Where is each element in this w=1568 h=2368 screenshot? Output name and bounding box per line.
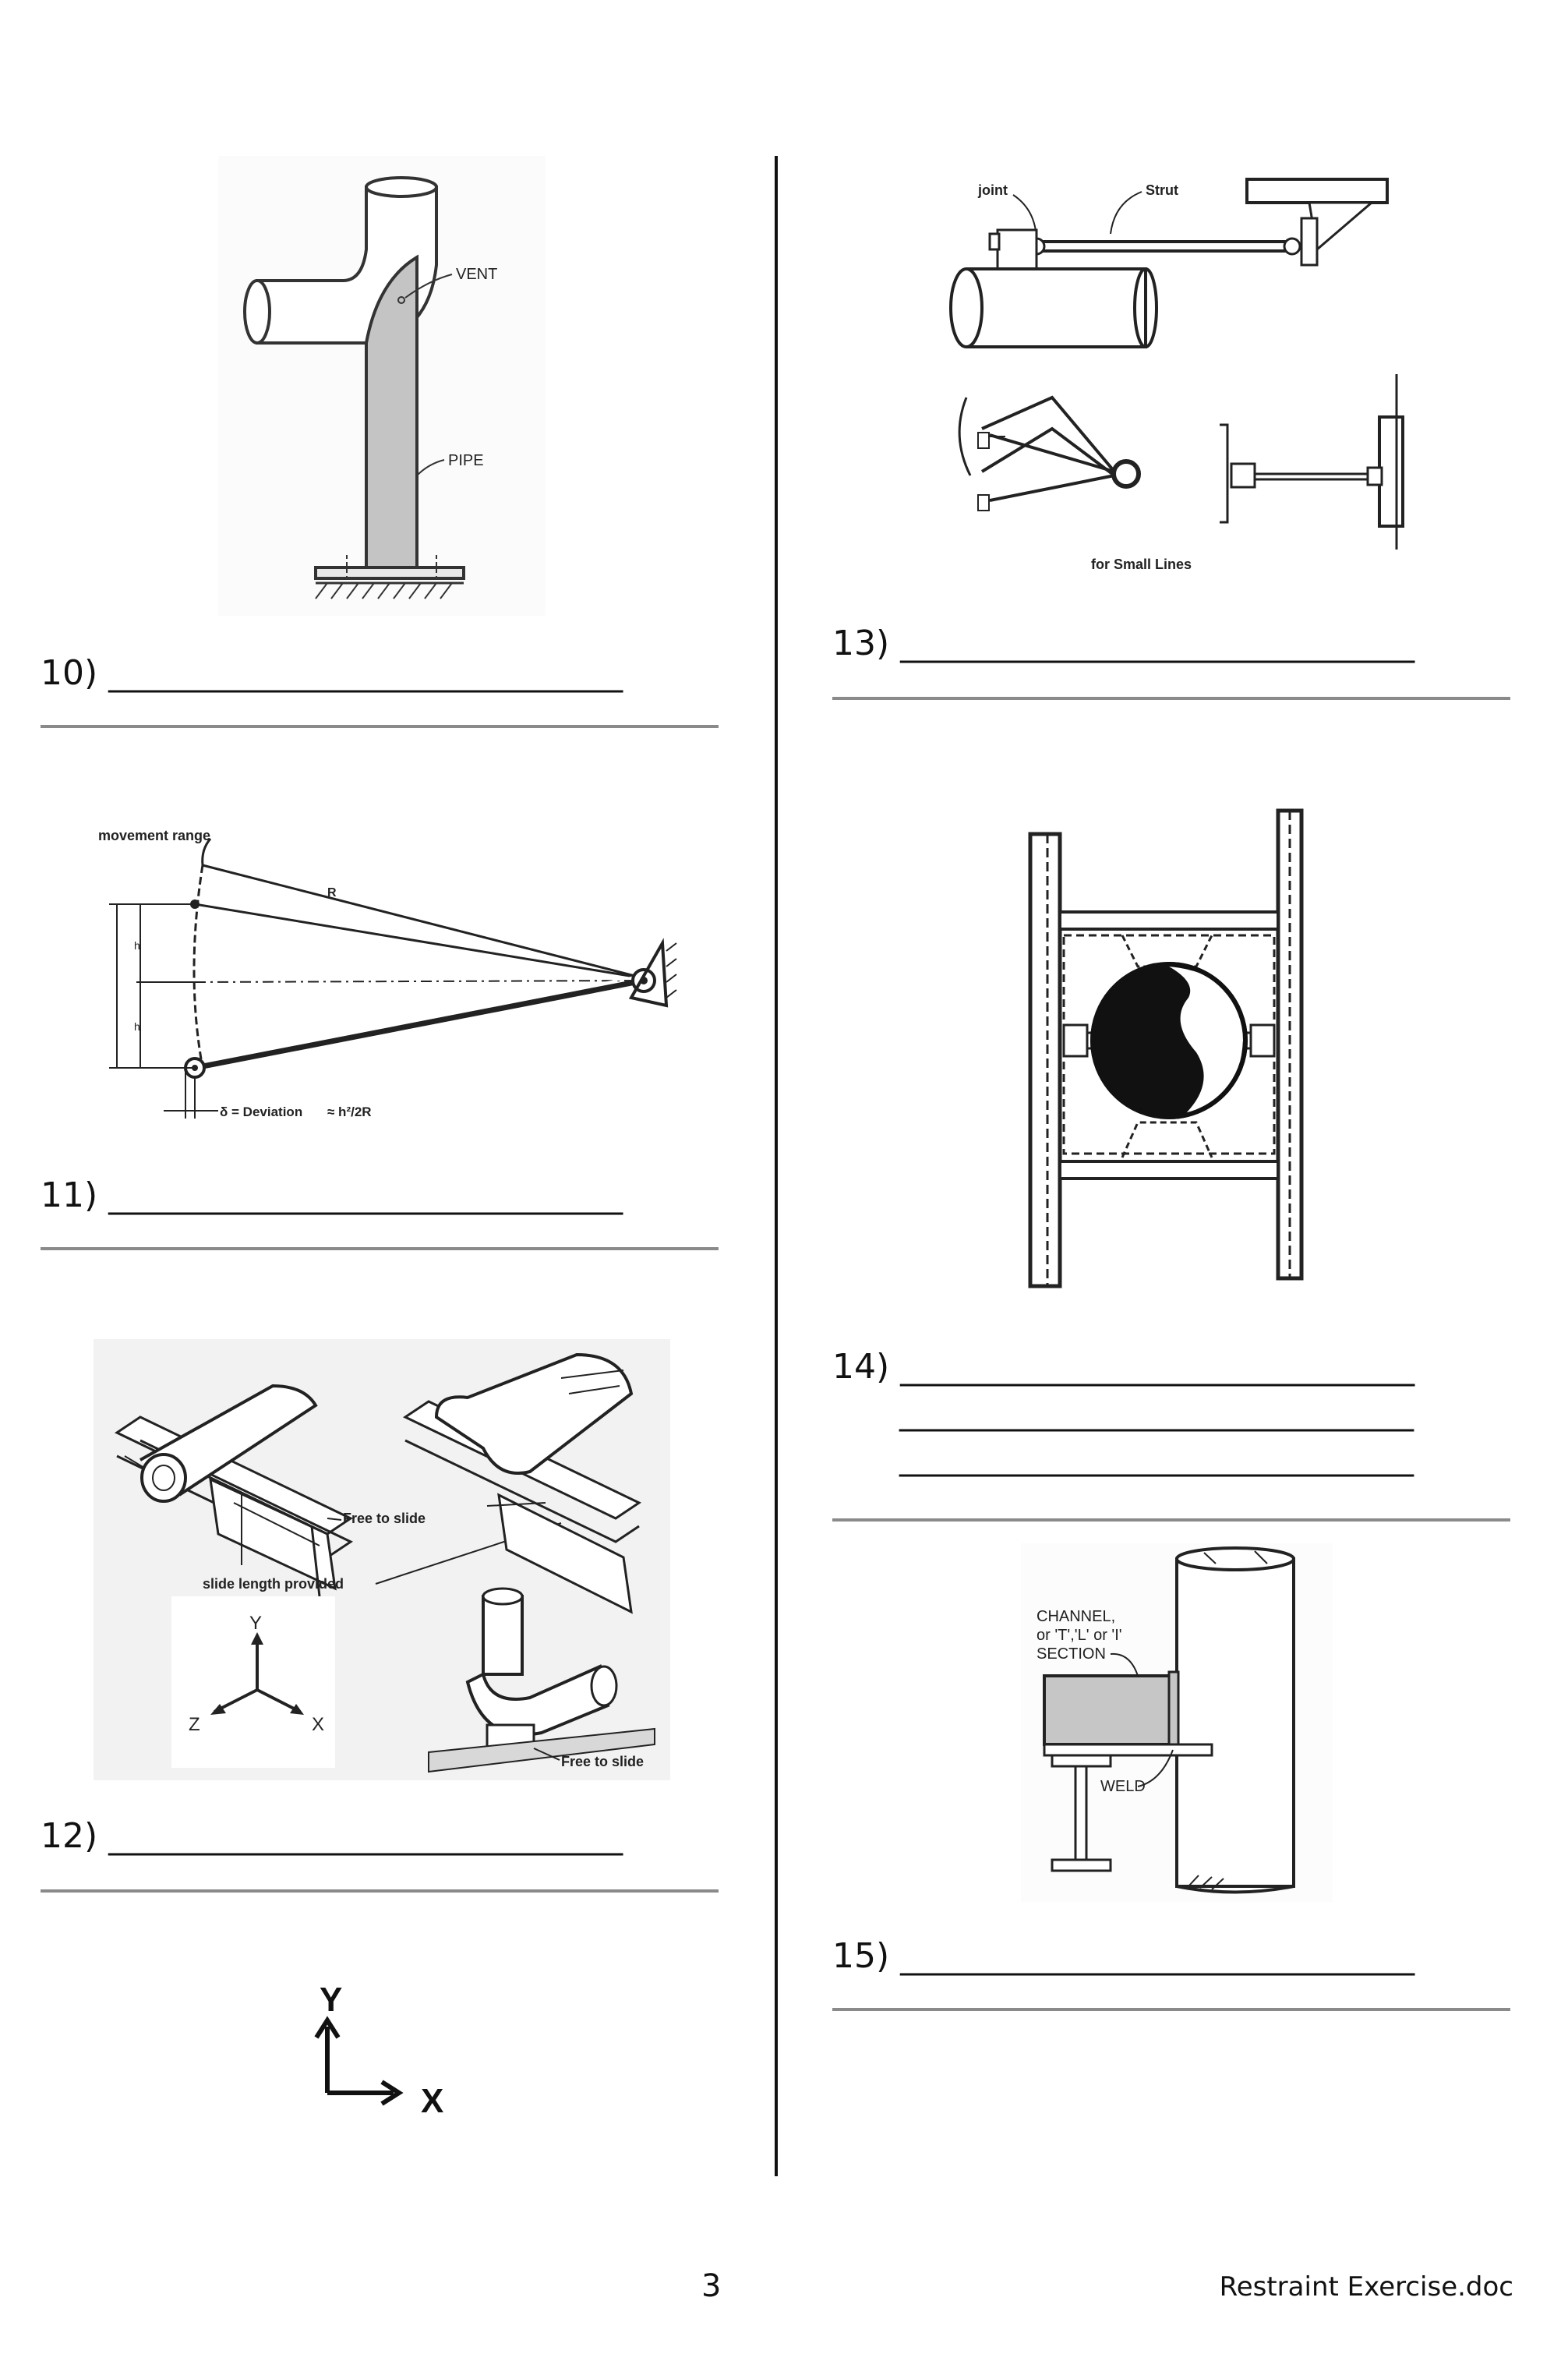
axes-y-label: Y [320, 1981, 342, 2019]
divider [832, 2008, 1510, 2011]
page-number: 3 [701, 2268, 722, 2304]
question-number: 10) [41, 653, 98, 693]
slide-supports-figure: Free to slide slide length provided Y Z … [94, 1339, 670, 1780]
channel-label-line-1: CHANNEL, [1037, 1608, 1115, 1625]
question-10: 10) ______________________________ [41, 653, 623, 694]
channel-label-line-2: or 'T','L' or 'I' [1037, 1627, 1122, 1644]
pipe-guide-figure [1021, 803, 1317, 1294]
answer-blank-line-3[interactable]: ______________________________ [899, 1437, 1414, 1477]
r-label: R [327, 886, 337, 899]
question-14: 14) ______________________________ [832, 1347, 1414, 1387]
question-13: 13) ______________________________ [832, 624, 1414, 664]
strut-label: Strut [1146, 182, 1178, 198]
axis-x-label: X [312, 1714, 324, 1735]
small-lines-label: for Small Lines [1091, 557, 1192, 572]
vent-pipe-figure: VENT PIPE [218, 156, 546, 616]
question-11: 11) ______________________________ [41, 1175, 623, 1216]
axis-y-label: Y [249, 1613, 262, 1634]
divider [832, 1518, 1510, 1522]
h-label-upper: h [134, 939, 140, 952]
answer-blank-line-2[interactable]: ______________________________ [899, 1392, 1414, 1432]
movement-range-label: movement range [98, 828, 210, 843]
answer-blank[interactable]: ______________________________ [900, 1936, 1415, 1976]
question-number: 15) [832, 1936, 890, 1976]
free-to-slide-label-2: Free to slide [561, 1754, 644, 1769]
weld-label: WELD [1100, 1778, 1146, 1795]
axes-x-label: X [421, 2082, 443, 2120]
deviation-formula: ≈ h²/2R [327, 1104, 372, 1119]
pipe-label: PIPE [448, 452, 484, 469]
pendulum-figure: movement range R h h δ = Devia [94, 818, 686, 1138]
answer-blank[interactable]: ______________________________ [900, 1347, 1415, 1387]
strut-figure: joint Strut for Small [935, 164, 1418, 577]
question-number: 12) [41, 1816, 98, 1856]
axis-z-label: Z [189, 1714, 200, 1735]
divider [41, 725, 719, 728]
channel-label-line-3: SECTION [1037, 1645, 1106, 1663]
answer-blank[interactable]: ______________________________ [108, 1175, 623, 1215]
h-label-lower: h [134, 1020, 140, 1033]
document-name: Restraint Exercise.doc [1219, 2271, 1513, 2303]
question-number: 13) [832, 624, 890, 663]
question-15: 15) ______________________________ [832, 1936, 1414, 1977]
deviation-label: δ = Deviation [220, 1104, 302, 1119]
joint-label: joint [977, 182, 1008, 198]
divider [832, 697, 1510, 700]
answer-blank[interactable]: ______________________________ [900, 624, 1415, 663]
slide-length-label: slide length provided [203, 1576, 344, 1592]
question-number: 14) [832, 1347, 890, 1387]
divider [41, 1889, 719, 1893]
column-divider [775, 156, 778, 2176]
question-12: 12) ______________________________ [41, 1816, 623, 1857]
vent-label: VENT [456, 266, 497, 283]
answer-blank[interactable]: ______________________________ [108, 653, 623, 693]
question-number: 11) [41, 1175, 98, 1215]
divider [41, 1247, 719, 1250]
channel-weld-figure: CHANNEL, or 'T','L' or 'I' SECTION WELD [1021, 1543, 1333, 1902]
answer-blank[interactable]: ______________________________ [108, 1816, 623, 1856]
free-to-slide-label-1: Free to slide [343, 1511, 426, 1526]
xy-axes-figure: Y X [304, 1980, 460, 2120]
